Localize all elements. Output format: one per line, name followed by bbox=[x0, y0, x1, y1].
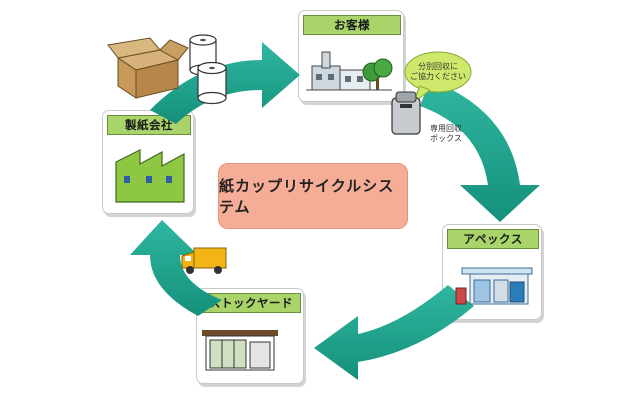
customer-label: お客様 bbox=[303, 15, 401, 35]
box-label-line-1: 専用回収 bbox=[430, 124, 462, 133]
sort-bubble-text: 分別回収に ご協力ください bbox=[410, 62, 466, 82]
stockyard-label: ストックヤード bbox=[201, 293, 301, 313]
collection-box-icon bbox=[391, 91, 421, 135]
sort-bubble-line-2: ご協力ください bbox=[410, 72, 466, 81]
arrow-apex-to-stockyard bbox=[314, 285, 474, 380]
cardboard-box-icon bbox=[107, 37, 189, 99]
apex-label: アペックス bbox=[447, 229, 539, 249]
sort-bubble-line-1: 分別回収に bbox=[418, 62, 458, 71]
arrow-stockyard-to-mill bbox=[130, 220, 222, 316]
stockyard-warehouse-icon bbox=[202, 330, 278, 371]
truck-icon bbox=[181, 247, 227, 274]
paper-mill-factory-icon bbox=[115, 149, 185, 203]
box-label-line-2: ボックス bbox=[430, 134, 462, 143]
box-label-text: 専用回収 ボックス bbox=[420, 124, 472, 144]
apex-store-icon bbox=[455, 267, 533, 305]
arrow-customer-to-apex bbox=[420, 80, 540, 222]
center-title-box: 紙カップリサイクルシステム bbox=[218, 163, 408, 229]
customer-factory-icon bbox=[306, 51, 393, 91]
paper-roll-icon bbox=[189, 34, 227, 105]
center-title: 紙カップリサイクルシステム bbox=[219, 177, 395, 216]
